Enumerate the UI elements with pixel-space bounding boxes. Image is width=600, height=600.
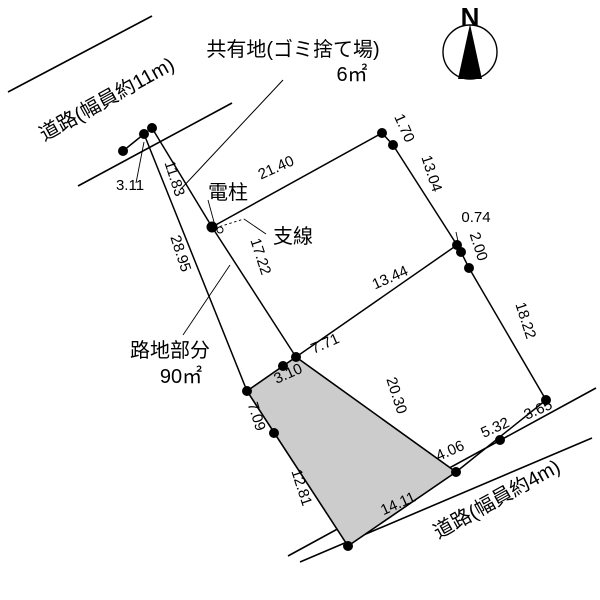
vertex-dot [495,435,505,445]
vertex-dot [343,541,353,551]
vertex-dot [147,123,157,133]
leader-utility-pole [207,199,215,223]
common-land-boundary-line [179,79,284,191]
label-common-land-area: 6㎡ [336,62,367,86]
leader-support-wire [243,218,267,235]
edge-18-22 [468,267,547,401]
compass-north-letter: N [461,2,480,32]
dimension-20-30: 20.30 [382,375,410,416]
edge-13-04 [392,144,458,246]
vertex-dot [464,263,474,273]
dimension-13-44: 13.44 [370,262,411,293]
dimension-28-95: 28.95 [166,233,194,274]
vertex-dot [377,128,387,138]
north-road-group [7,15,233,187]
vertex-dot [456,247,466,257]
north-road-far-edge [7,15,153,93]
edge-13-44 [295,244,458,358]
vertex-dot [541,395,551,405]
dimension-7-71: 7.71 [308,330,342,357]
vertex-dot [388,140,398,150]
dimension-1-70: 1.70 [390,111,417,145]
vertex-dot [139,129,149,139]
vertex-dot [451,467,461,477]
edge-21-40 [211,132,383,228]
utility-pole-dot [206,221,218,233]
alley-east-edge-lower [211,226,297,358]
dimension-0-74: 0.74 [461,209,490,226]
leader-alley-label [182,264,231,336]
vertex-dot [242,386,252,396]
dimension-11-83: 11.83 [161,159,188,199]
vertex-dot [291,352,301,362]
alley-east-edge-upper [151,127,213,228]
north-road-near-edge [77,102,233,187]
leader-3-11 [135,141,145,184]
dimension-3-11: 3.11 [116,177,144,194]
dimension-2-00: 2.00 [466,230,491,263]
vertex-dot [269,428,279,438]
alley-corridor-group [122,127,297,392]
dimension-17-22: 17.22 [246,236,274,277]
label-alley-area: 90㎡ [160,364,202,388]
label-support-wire: 支線 [273,225,313,248]
label-common-land-title: 共有地(ゴミ捨て場) [206,38,379,61]
label-utility-pole: 電柱 [208,181,248,204]
support-wire-dashed-line [214,218,245,229]
label-alley-title: 路地部分 [130,339,210,362]
dimension-21-40: 21.40 [256,152,297,183]
dimension-18-22: 18.22 [511,300,539,341]
compass-needle [458,24,482,79]
vertex-dot [278,361,288,371]
alley-west-edge [143,133,248,392]
dimension-13-04: 13.04 [417,153,445,194]
north-arrow-icon: N [442,2,498,80]
vertex-dot [118,146,128,156]
vertex-markers-group [118,123,551,551]
support-wire-dot [216,226,224,234]
